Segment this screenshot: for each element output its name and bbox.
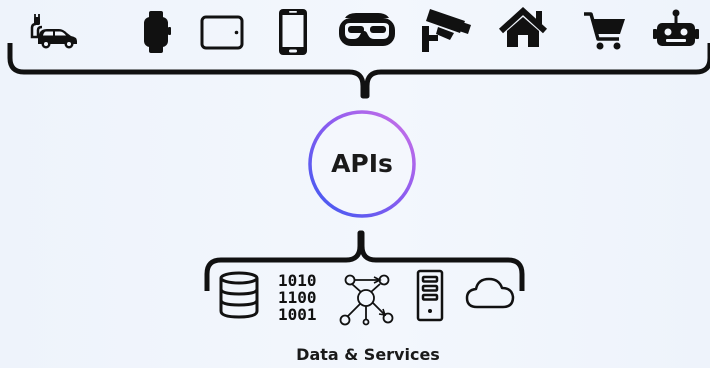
devices-brace: [7, 43, 710, 99]
network-graph-icon: [339, 274, 394, 326]
services-brace: [204, 230, 525, 291]
smartwatch-icon: [144, 11, 171, 53]
security-camera-icon: [422, 9, 471, 52]
binary-line: 1010: [278, 271, 317, 290]
database-icon: [219, 271, 259, 319]
cloud-icon: [465, 277, 515, 309]
server-icon: [416, 269, 444, 322]
smartphone-icon: [279, 9, 307, 55]
vr-headset-icon: [339, 13, 395, 46]
data-services-label: Data & Services: [296, 345, 440, 364]
binary-data-icon: 1010 1100 1001: [278, 272, 332, 323]
binary-line: 1001: [278, 305, 317, 324]
apis-ring: [308, 110, 416, 218]
robot-icon: [653, 9, 699, 46]
tablet-icon: [200, 15, 244, 50]
home-icon: [498, 6, 548, 47]
shopping-cart-icon: [584, 12, 625, 50]
electric-car-charging-icon: [30, 14, 77, 49]
apis-label: APIs: [331, 149, 393, 178]
binary-line: 1100: [278, 288, 317, 307]
